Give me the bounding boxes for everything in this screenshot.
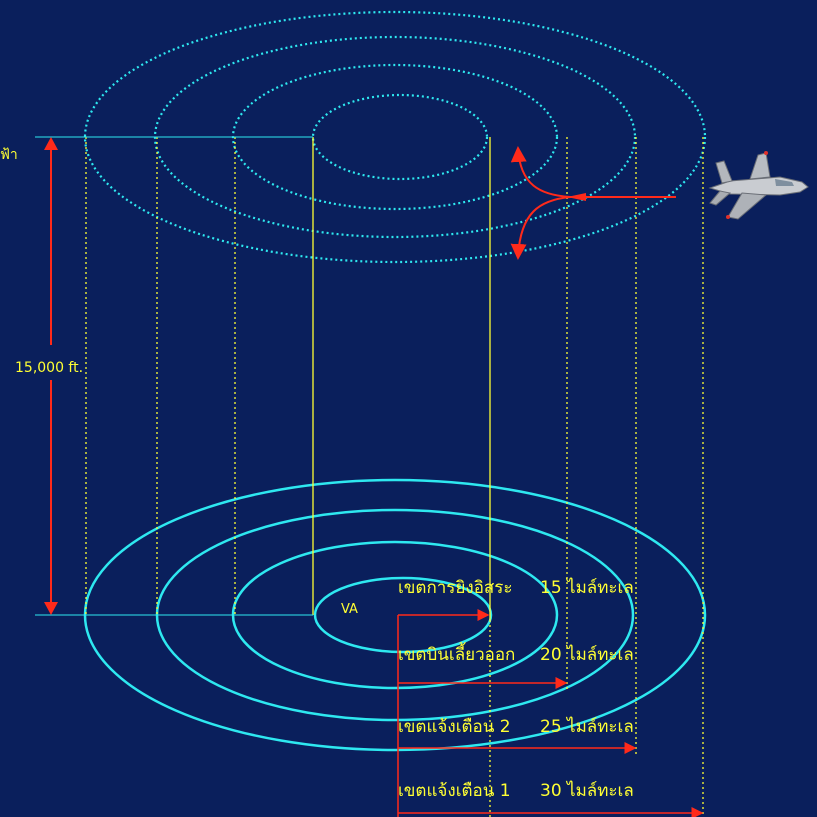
zone-name: เขตบินเลี้ยวออก bbox=[398, 645, 516, 665]
ground-ring-15nm bbox=[313, 576, 493, 654]
zone-distance: 15 ไมล์ทะเล bbox=[540, 578, 634, 598]
zone-distance: 30 ไมล์ทะเล bbox=[540, 781, 634, 801]
top-ring-15nm bbox=[311, 93, 489, 181]
zone-name: เขตการยิงอิสระ bbox=[398, 578, 513, 598]
fighter-jet-icon bbox=[708, 151, 809, 220]
altitude-arrow bbox=[44, 137, 58, 615]
top-ring-30nm bbox=[83, 10, 707, 264]
zone-row-1: เขตการยิงอิสระ 15 ไมล์ทะเล bbox=[398, 578, 634, 598]
center-label: VA bbox=[341, 602, 358, 617]
zone-row-3: เขตแจ้งเตือน 2 25 ไมล์ทะเล bbox=[398, 717, 634, 737]
edge-text-fragment: ฟ้า bbox=[0, 147, 18, 163]
zone-name: เขตแจ้งเตือน 1 bbox=[398, 781, 511, 801]
zone-distance: 25 ไมล์ทะเล bbox=[540, 717, 634, 737]
zone-row-2: เขตบินเลี้ยวออก 20 ไมล์ทะเล bbox=[398, 645, 634, 665]
zone-row-4: เขตแจ้งเตือน 1 30 ไมล์ทะเล bbox=[398, 781, 634, 801]
turn-away-arrows bbox=[510, 146, 676, 260]
zone-distance: 20 ไมล์ทะเล bbox=[540, 645, 634, 665]
turn-point-marker bbox=[567, 193, 586, 201]
zone-name: เขตแจ้งเตือน 2 bbox=[398, 717, 511, 737]
altitude-label: 15,000 ft. bbox=[15, 360, 84, 376]
